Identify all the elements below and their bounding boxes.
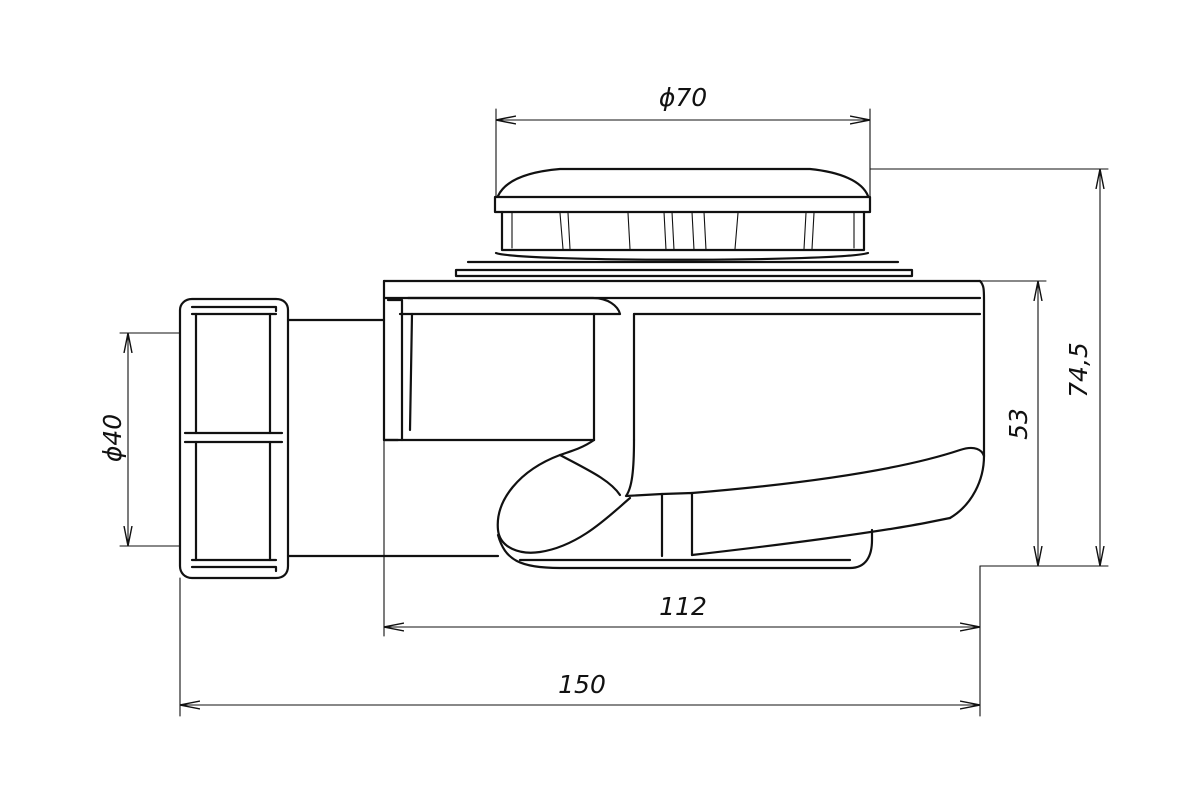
left-diameter-label: ϕ40 — [98, 414, 127, 462]
side-nut — [178, 297, 500, 580]
total-width-label: 150 — [558, 670, 606, 699]
siphon-body — [382, 279, 986, 520]
total-height-label: 74,5 — [1064, 342, 1093, 398]
top-diameter-label: ϕ70 — [659, 83, 707, 112]
drain-grate — [493, 167, 872, 261]
outlet-elbow — [496, 438, 986, 570]
dimension-lines — [119, 108, 1109, 717]
dimension-labels: ϕ70 ϕ40 74,5 53 112 150 — [98, 83, 1093, 699]
flange — [382, 260, 982, 283]
body-width-label: 112 — [659, 592, 707, 621]
body-height-label: 53 — [1004, 408, 1033, 440]
